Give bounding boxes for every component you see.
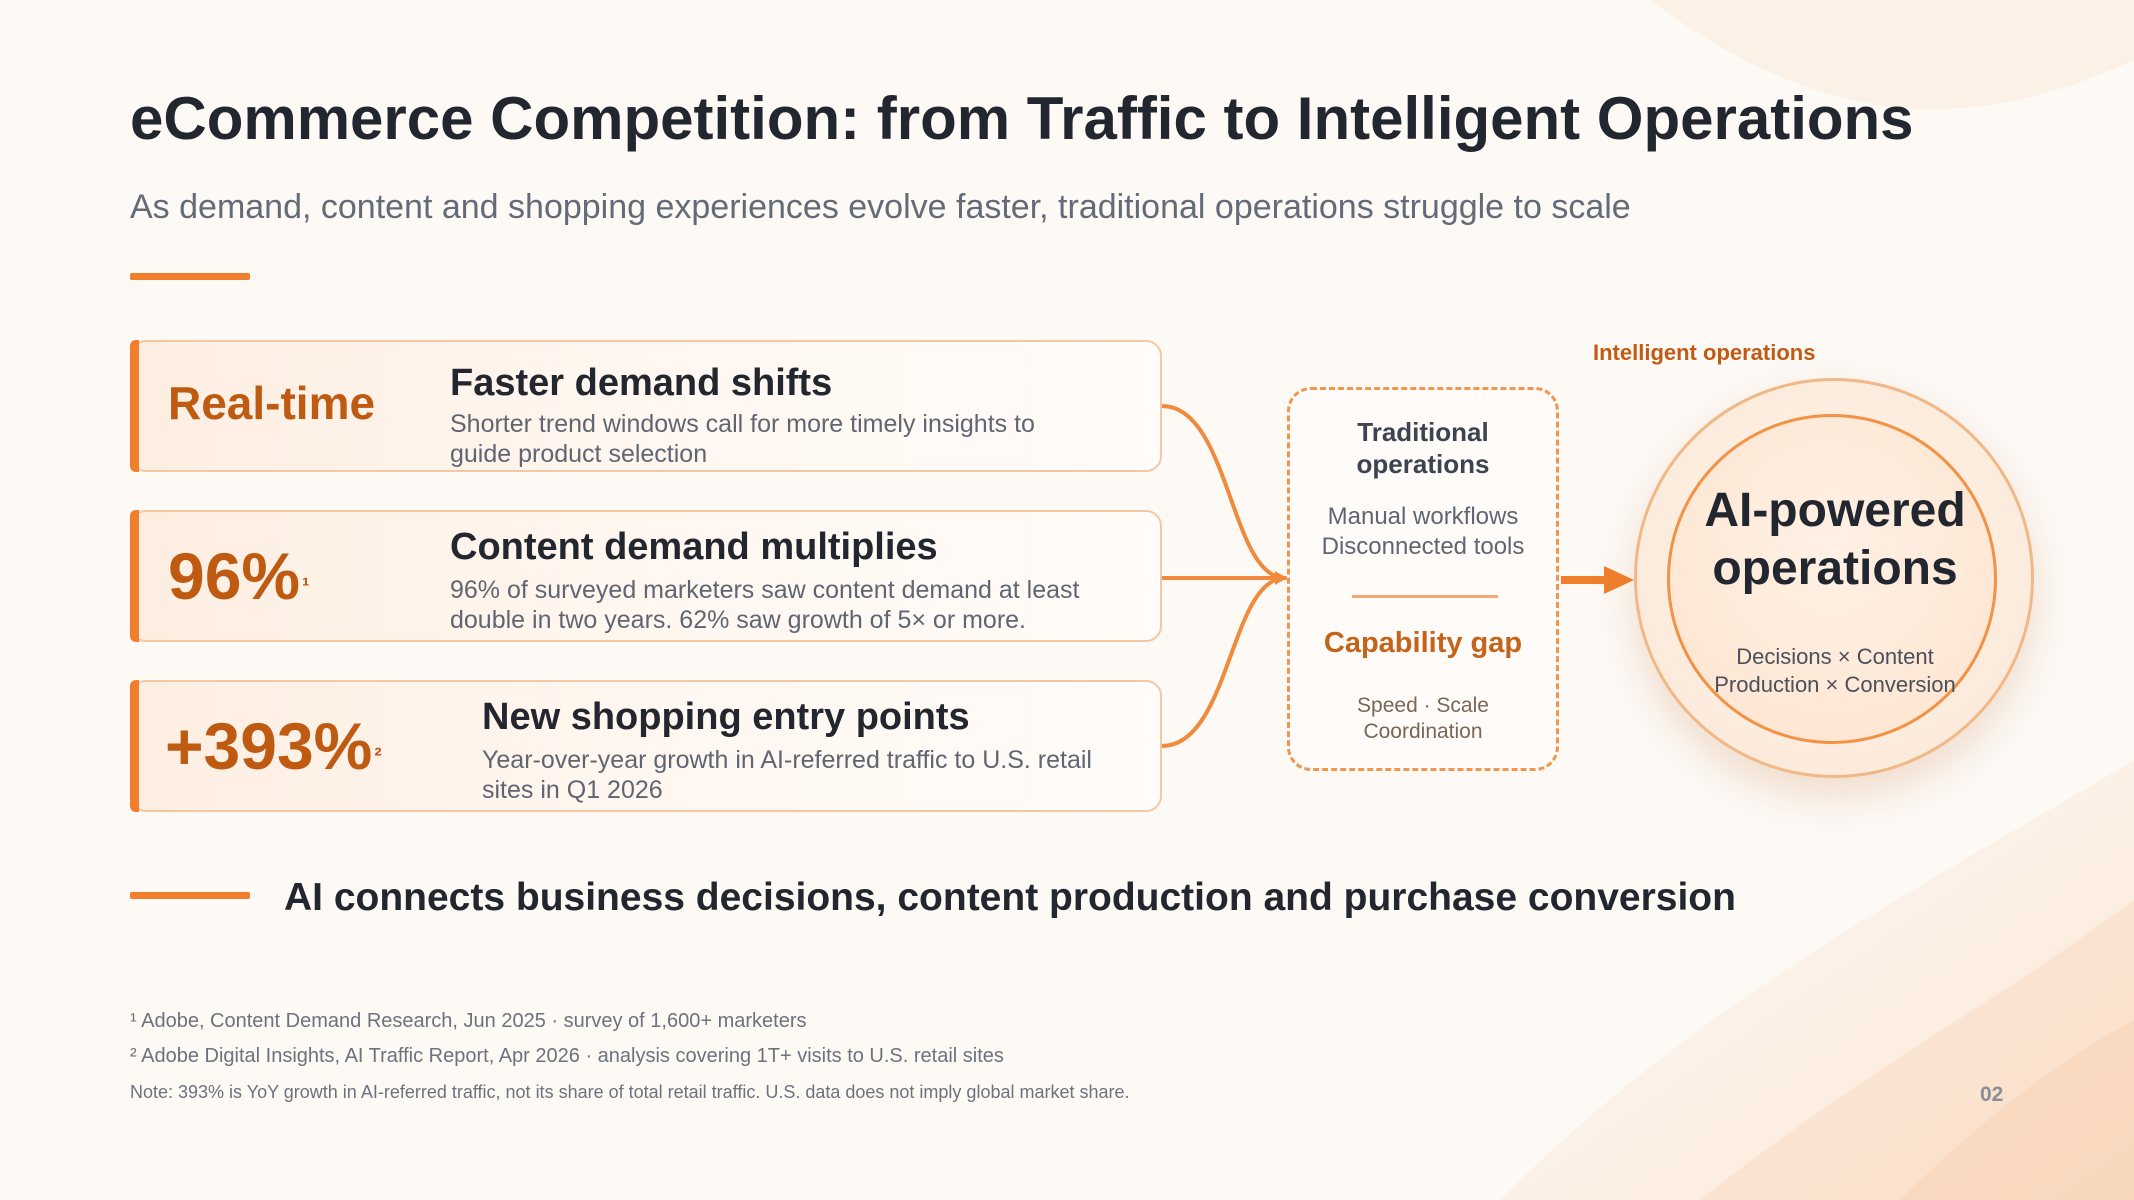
ai-operations-title: AI-powered operations xyxy=(1704,484,1966,595)
traditional-operations-box: Traditional operations Manual workflows … xyxy=(1287,387,1559,771)
capability-gap-dimensions: Speed · Scale Coordination xyxy=(1357,694,1489,743)
page-number: 02 xyxy=(1980,1083,2004,1106)
takeaway-accent-bar xyxy=(130,892,250,899)
traditional-title: Traditional operations xyxy=(1356,417,1490,479)
card-description: Year-over-year growth in AI-referred tra… xyxy=(482,746,1092,804)
card-description: Shorter trend windows call for more time… xyxy=(450,410,1035,468)
ai-operations-subtitle: Decisions × Content Production × Convers… xyxy=(1714,644,1956,697)
footnote-note: Note: 393% is YoY growth in AI-referred … xyxy=(130,1082,1130,1102)
traditional-divider xyxy=(1352,595,1498,598)
page-title: eCommerce Competition: from Traffic to I… xyxy=(130,85,1914,152)
card-demand-shifts: Real-time Faster demand shifts Shorter t… xyxy=(130,340,1162,472)
traditional-workflows: Manual workflows Disconnected tools xyxy=(1321,503,1525,560)
takeaway-message: AI connects business decisions, content … xyxy=(284,876,1736,919)
footnote-2: ² Adobe Digital Insights, AI Traffic Rep… xyxy=(130,1045,1004,1067)
capability-gap-label: Capability gap xyxy=(1323,627,1523,659)
card-heading: New shopping entry points xyxy=(482,696,970,738)
card-stat: 96%¹ xyxy=(168,539,310,613)
ai-operations-inner-circle xyxy=(1667,414,1997,744)
footnote-1: ¹ Adobe, Content Demand Research, Jun 20… xyxy=(130,1010,807,1032)
card-stat: +393%² xyxy=(165,709,382,783)
intelligent-operations-label: Intelligent operations xyxy=(1593,340,1816,365)
card-content-demand: 96%¹ Content demand multiplies 96% of su… xyxy=(130,510,1162,642)
card-heading: Content demand multiplies xyxy=(450,526,938,568)
title-accent-bar xyxy=(130,273,250,280)
card-shopping-entry: +393%² New shopping entry points Year-ov… xyxy=(130,680,1162,812)
page-subtitle: As demand, content and shopping experien… xyxy=(130,188,1631,226)
card-description: 96% of surveyed marketers saw content de… xyxy=(450,576,1080,634)
card-heading: Faster demand shifts xyxy=(450,362,833,404)
card-stat: Real-time xyxy=(168,377,376,429)
